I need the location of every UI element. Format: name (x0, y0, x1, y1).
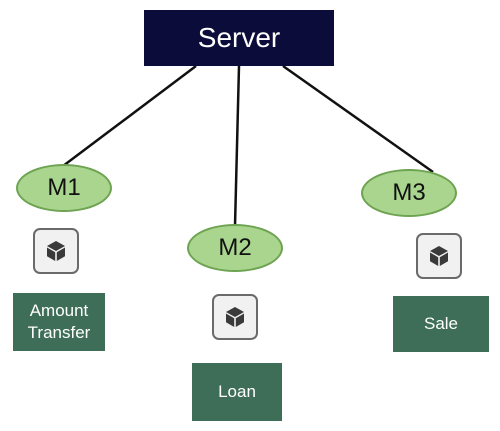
service-sale: Sale (393, 296, 489, 352)
cube-icon (430, 246, 448, 266)
cube-icon (226, 307, 244, 327)
link-server-m3 (282, 64, 434, 174)
package-m1 (33, 228, 79, 274)
service-amount-transfer: Amount Transfer (13, 293, 105, 351)
service-loan: Loan (192, 363, 282, 421)
service-sale-label: Sale (423, 313, 459, 333)
module-m1-label: M1 (47, 174, 81, 201)
service-amount-transfer-label: Amount Transfer (27, 300, 91, 342)
service-loan-label: Loan (218, 381, 256, 401)
link-server-m2 (233, 65, 241, 227)
link-server-m1 (62, 65, 197, 167)
module-m3-label: M3 (392, 179, 426, 206)
package-m3 (416, 233, 462, 279)
module-m2-label: M2 (218, 234, 252, 261)
module-m2: M2 (187, 224, 283, 272)
server-node: Server (144, 10, 334, 66)
module-m1: M1 (16, 164, 112, 212)
cube-icon (47, 241, 65, 261)
server-label: Server (197, 22, 281, 53)
package-m2 (212, 294, 258, 340)
module-m3: M3 (361, 169, 457, 217)
